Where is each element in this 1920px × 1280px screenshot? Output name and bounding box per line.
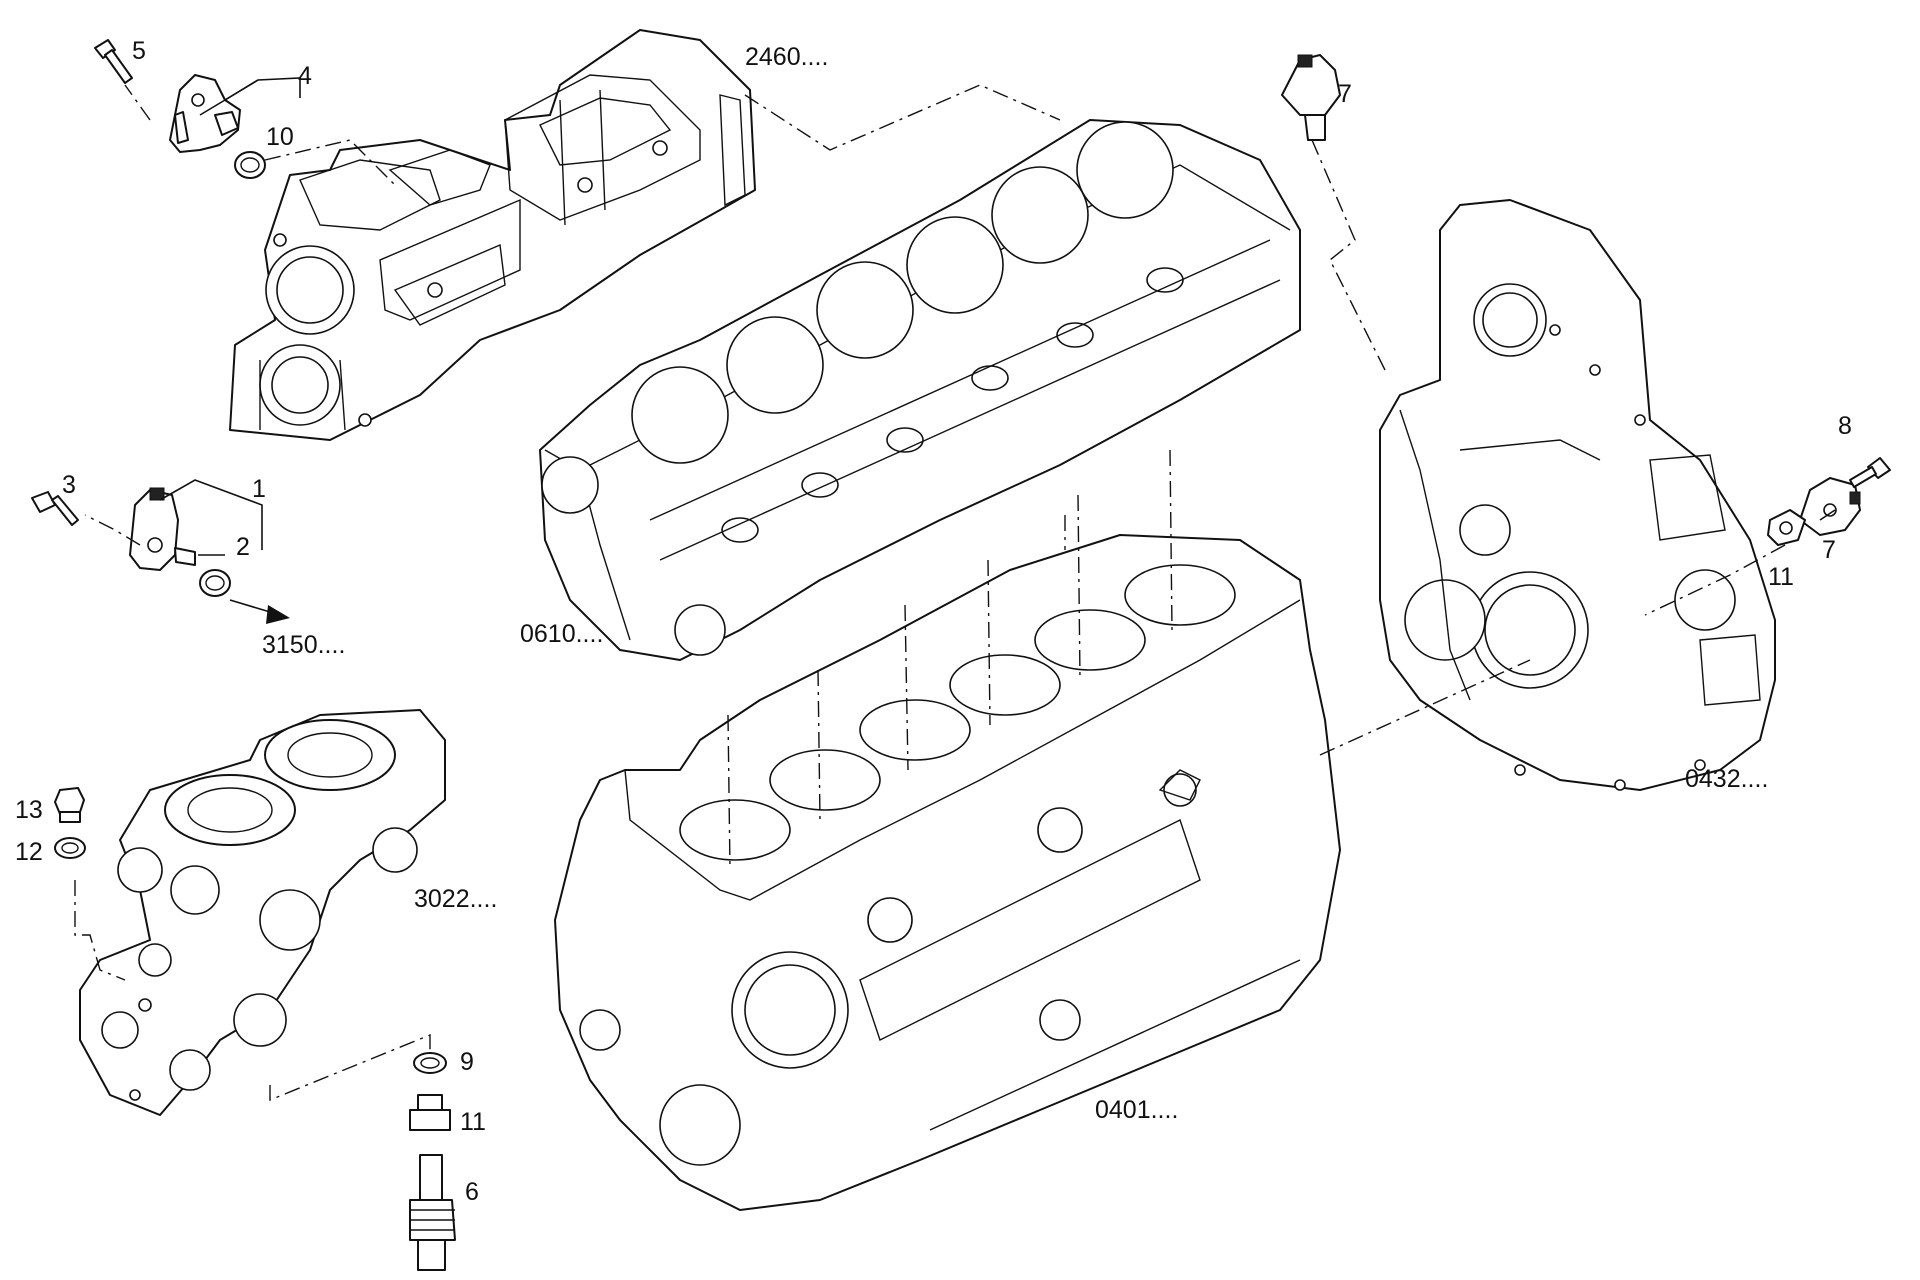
callout-2: 2	[236, 533, 250, 561]
callout-12: 12	[15, 838, 43, 866]
group-label-0610: 0610....	[520, 620, 603, 648]
leader-lines	[159, 77, 1836, 556]
callout-4: 4	[298, 62, 312, 90]
bolt-5-part	[94, 39, 133, 84]
callout-10: 10	[266, 123, 294, 151]
group-label-0401: 0401....	[1095, 1096, 1178, 1124]
group-label-2460: 2460....	[745, 43, 828, 71]
callout-11-right: 11	[1768, 563, 1794, 591]
callout-7-right: 7	[1822, 536, 1836, 564]
callout-6: 6	[465, 1178, 479, 1206]
group-label-3150: 3150....	[262, 631, 345, 659]
callout-5: 5	[132, 37, 146, 65]
bolt-8-part	[1849, 457, 1891, 488]
callout-13: 13	[15, 796, 43, 824]
bolt-3-part	[31, 491, 79, 526]
washer-12-part	[54, 837, 86, 859]
seal-2-part	[199, 569, 231, 597]
group-label-0432: 0432....	[1685, 765, 1768, 793]
fitting-11-part	[409, 1094, 451, 1131]
seal-9-part	[413, 1052, 447, 1074]
callout-labels: 2460.... 0610.... 0401.... 0432.... 3022…	[15, 37, 1852, 1206]
temperature-sensor-6-part	[409, 1154, 456, 1271]
seal-11-right-part	[1767, 509, 1806, 546]
flywheel-housing-part	[1379, 199, 1776, 791]
intake-manifold-part	[229, 29, 756, 441]
callout-7-top: 7	[1338, 80, 1352, 108]
sensor-1-part	[129, 487, 196, 571]
oil-filter-support-part	[79, 709, 446, 1116]
assembly-lines	[74, 84, 1786, 1102]
callout-3: 3	[62, 471, 76, 499]
cylinder-head-part	[539, 119, 1301, 661]
sensor-7-right-part	[1799, 477, 1861, 536]
callout-1: 1	[252, 475, 266, 503]
reference-arrow-3150	[229, 599, 290, 624]
sensor-7-top-part	[1281, 54, 1341, 141]
seal-10-part	[234, 151, 266, 179]
callout-11-bottom: 11	[460, 1108, 486, 1136]
sensor-4-part	[169, 74, 241, 153]
crankcase-part	[554, 534, 1341, 1211]
callout-8: 8	[1838, 412, 1852, 440]
plug-13-part	[54, 787, 85, 823]
group-label-3022: 3022....	[414, 885, 497, 913]
callout-9: 9	[460, 1048, 474, 1076]
